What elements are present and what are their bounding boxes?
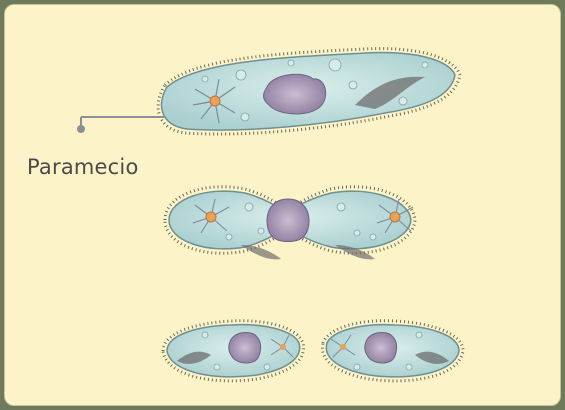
paramecium-daughter-right	[322, 321, 463, 381]
paramecium-label: Paramecio	[27, 155, 139, 179]
paramecium-single	[158, 49, 460, 134]
label-leader-line	[77, 117, 165, 133]
paramecium-dividing	[165, 187, 415, 260]
paramecium-daughter-left	[163, 321, 304, 381]
paramecium-fission-illustration	[5, 5, 561, 406]
diagram-panel: Paramecio	[4, 4, 561, 406]
